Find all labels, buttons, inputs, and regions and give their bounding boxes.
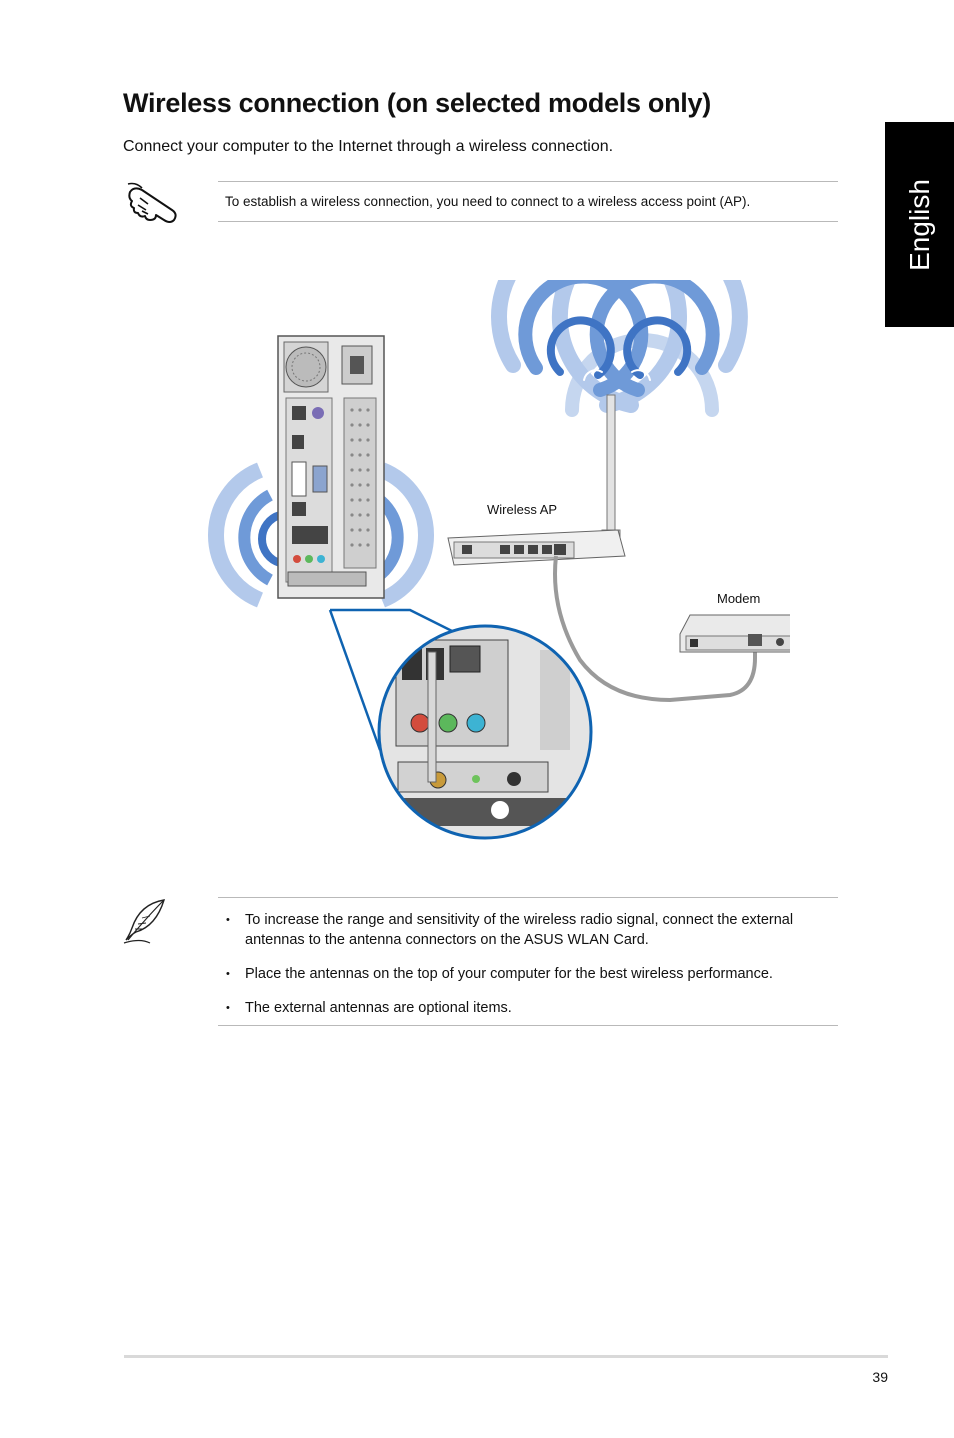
note-bottom-rule	[218, 221, 838, 222]
page-number: 39	[872, 1369, 888, 1385]
pc-tower	[277, 335, 385, 599]
language-tab: English	[885, 122, 954, 327]
language-tab-label: English	[903, 178, 935, 271]
page-title: Wireless connection (on selected models …	[123, 88, 711, 118]
note-text: To establish a wireless connection, you …	[225, 194, 751, 209]
tips-list: To increase the range and sensitivity of…	[226, 910, 836, 1032]
modem-device	[679, 614, 790, 653]
ethernet-cable	[553, 555, 757, 703]
tip-item: Place the antennas on the top of your co…	[226, 964, 836, 984]
hand-pointer-icon	[127, 182, 177, 223]
tip-item: The external antennas are optional items…	[226, 998, 836, 1018]
feather-quill-icon	[123, 899, 166, 944]
wireless-ap-label: Wireless AP	[487, 502, 558, 517]
note-top-rule	[218, 181, 838, 182]
footer-rule	[124, 1355, 888, 1358]
modem-label: Modem	[717, 591, 761, 606]
wireless-ap-device	[447, 394, 626, 566]
ap-signal-waves	[491, 280, 748, 417]
tip-item: To increase the range and sensitivity of…	[226, 910, 836, 950]
tips-top-rule	[218, 897, 838, 898]
wireless-connection-diagram	[207, 280, 790, 840]
tips-bottom-rule	[218, 1025, 838, 1026]
antenna-connector-zoom	[377, 624, 593, 840]
intro-text: Connect your computer to the Internet th…	[123, 138, 614, 155]
